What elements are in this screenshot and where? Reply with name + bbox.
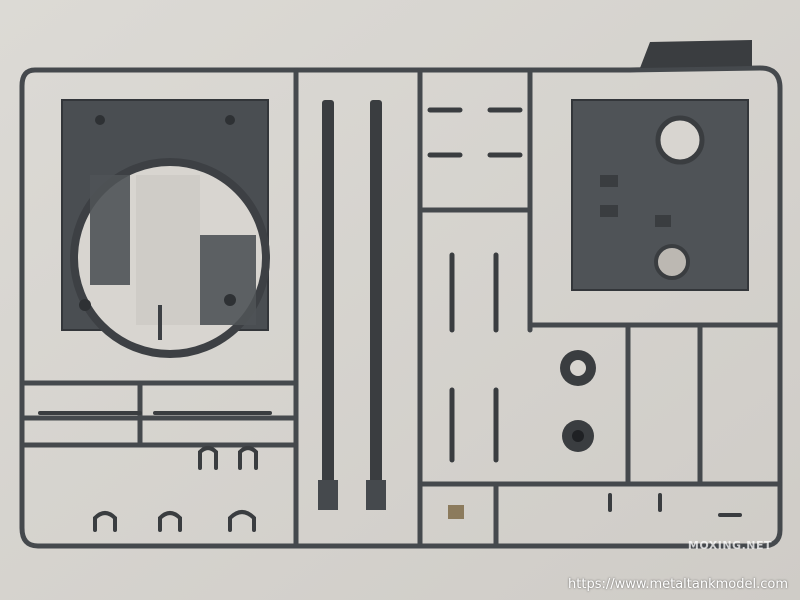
fender-strips [318, 100, 386, 510]
hull-floor-part [61, 99, 270, 358]
watermark-logo: MOXING.NET [687, 539, 772, 552]
sprue-frame [19, 65, 783, 549]
hull-top-part [571, 99, 749, 291]
tan-part [448, 505, 464, 519]
sprue-tab [640, 40, 752, 68]
watermark-url: https://www.metaltankmodel.com [568, 577, 788, 592]
small-rod-parts [427, 107, 523, 463]
hub-parts [560, 350, 596, 452]
small-bracket-parts [38, 411, 742, 532]
